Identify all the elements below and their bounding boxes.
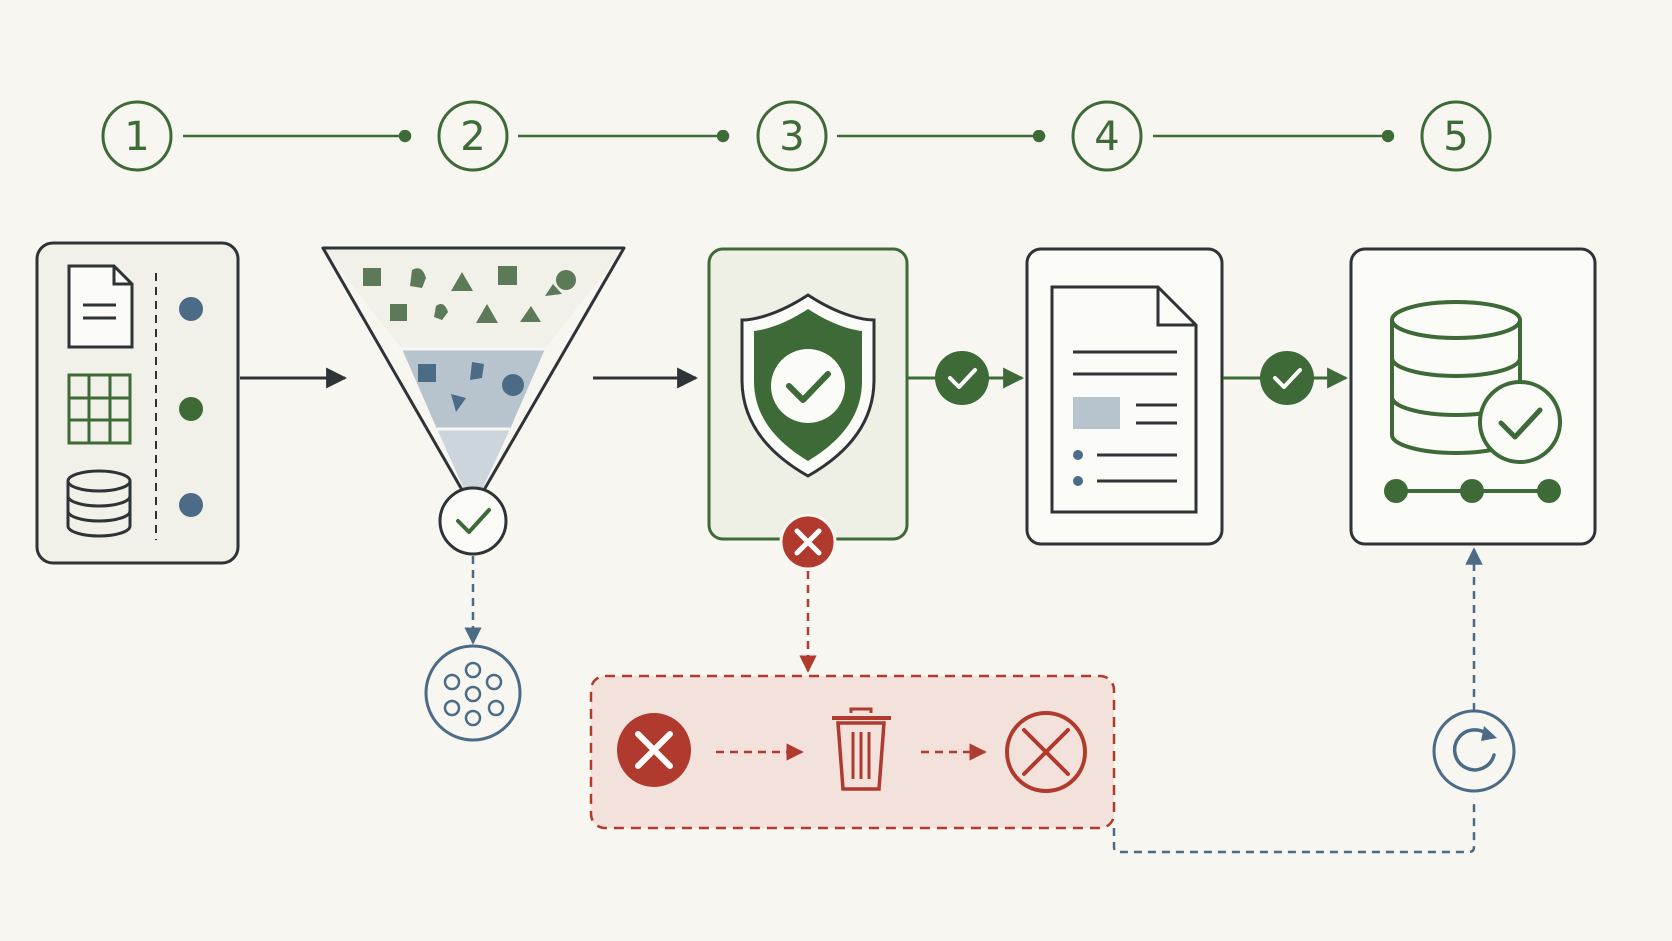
step-2-badge: 2 bbox=[437, 100, 509, 172]
validation-card bbox=[707, 247, 909, 541]
source-output-dot bbox=[179, 493, 203, 517]
rejection-panel bbox=[589, 674, 1116, 830]
step-number-row: 1 2 3 4 5 bbox=[101, 100, 1492, 172]
reject-badge-icon bbox=[779, 513, 837, 571]
database-icon bbox=[66, 469, 132, 538]
step-5-number: 5 bbox=[1443, 114, 1468, 160]
filter-funnel bbox=[321, 246, 626, 556]
database-card bbox=[1349, 247, 1597, 546]
step-3-number: 3 bbox=[779, 114, 804, 160]
refresh-icon bbox=[1432, 709, 1516, 793]
funnel-check-icon bbox=[438, 486, 508, 556]
step-1-badge: 1 bbox=[101, 100, 173, 172]
raw-items-icon bbox=[363, 266, 576, 323]
document-icon bbox=[67, 264, 134, 349]
shield-check-icon bbox=[740, 293, 876, 478]
timeline-icon bbox=[1384, 479, 1561, 503]
step-3-badge: 3 bbox=[756, 100, 828, 172]
step-5-badge: 5 bbox=[1420, 100, 1492, 172]
filtered-items-icon bbox=[418, 362, 524, 412]
document-card bbox=[1025, 247, 1224, 546]
step-1-number: 1 bbox=[124, 114, 149, 160]
reject-x-icon bbox=[617, 713, 691, 787]
pass-check-icon bbox=[935, 351, 989, 405]
source-output-dot bbox=[179, 397, 203, 421]
particles-archive-icon bbox=[424, 644, 522, 742]
reprocess-path bbox=[1112, 798, 1476, 854]
step-4-badge: 4 bbox=[1071, 100, 1143, 172]
source-output-dot bbox=[179, 297, 203, 321]
report-document-icon bbox=[1050, 285, 1198, 514]
pass-check-icon bbox=[1260, 351, 1314, 405]
trash-icon bbox=[832, 707, 891, 791]
step-2-number: 2 bbox=[460, 114, 485, 160]
sources-card bbox=[35, 241, 240, 565]
step-4-number: 4 bbox=[1094, 114, 1119, 160]
blocked-icon bbox=[1005, 711, 1087, 793]
spreadsheet-icon bbox=[67, 373, 132, 445]
verified-check-icon bbox=[1478, 380, 1562, 464]
